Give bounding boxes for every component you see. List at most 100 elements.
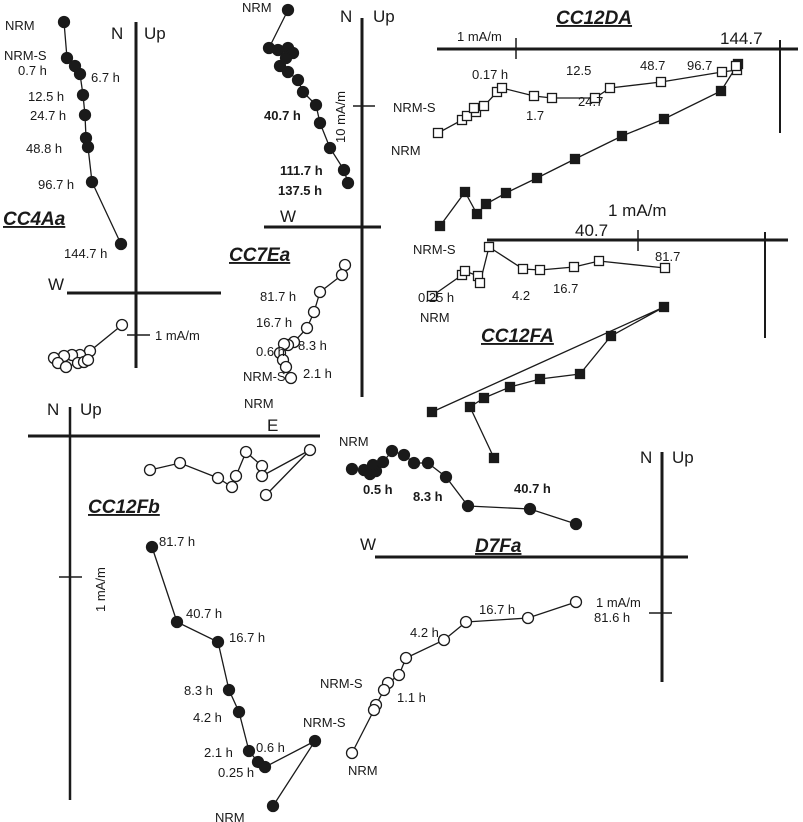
cc7ea-open-circle-icon: [307, 305, 321, 319]
cc12da-step-label: 0.17 h: [472, 67, 508, 82]
d7fa-step-label: 1.1 h: [397, 690, 426, 705]
cc4aa-filled-circle-icon: [60, 51, 74, 65]
cc12fb-step-label: 40.7 h: [186, 606, 222, 621]
cc4aa-filled-circle-icon: [78, 108, 92, 122]
cc12fa-filled-square-icon: [574, 368, 586, 380]
cc12da-step-label: 1.7: [526, 108, 544, 123]
cc12da-open-square-icon: [655, 76, 667, 88]
cc12fb-open-circle-icon: [229, 469, 243, 483]
cc12da-open-square-icon: [528, 90, 540, 102]
cc12fa-filled-square-icon: [658, 301, 670, 313]
d7fa-filled-circle-icon: [376, 455, 390, 469]
cc12fa-step-label: 16.7: [553, 281, 578, 296]
cc12fb-step-label: 0.6 h: [256, 740, 285, 755]
cc4aa-step-label: 0.7 h: [18, 63, 47, 78]
cc7ea-open-circle-icon: [284, 371, 298, 385]
cc12fa-open-square-icon: [483, 241, 495, 253]
d7fa-step-label: 0.5 h: [363, 482, 393, 497]
d7fa-open-circle-icon: [521, 611, 535, 625]
cc7ea-filled-circle-icon: [281, 3, 295, 17]
cc4aa-scale-label: 1 mA/m: [155, 328, 200, 343]
cc7ea-open-circle-icon: [313, 285, 327, 299]
cc12da-filled-square-icon: [480, 198, 492, 210]
d7fa-title: D7Fa: [475, 536, 522, 557]
cc12fb-step-label: 8.3 h: [184, 683, 213, 698]
cc7ea-step-label: NRM: [242, 0, 272, 15]
cc12fb-filled-circle-icon: [232, 705, 246, 719]
cc12fb-open-circle-icon: [259, 488, 273, 502]
cc7ea-open-circle-icon: [335, 268, 349, 282]
cc12fa-open-square-icon: [459, 265, 471, 277]
d7fa-open-circle-icon: [367, 703, 381, 717]
cc12fb-filled-circle-icon: [266, 799, 280, 813]
cc12fb-filled-circle-icon: [170, 615, 184, 629]
d7fa-open-circle-icon: [345, 746, 359, 760]
cc4aa-open-circle-icon: [115, 318, 129, 332]
cc12fa-open-square-icon: [659, 262, 671, 274]
cc12da-open-square-icon: [496, 82, 508, 94]
cc4aa-open-circle-icon: [81, 353, 95, 367]
cc4aa-step-label: 24.7 h: [30, 108, 66, 123]
cc12fa-filled-square-icon: [534, 373, 546, 385]
cc12fb-step-label: 4.2 h: [193, 710, 222, 725]
cc7ea-filled-circle-icon: [323, 141, 337, 155]
cc12fb-filled-circle-icon: [222, 683, 236, 697]
cc7ea-step-label: 111.7 h: [280, 163, 323, 178]
d7fa-n-label: N: [640, 448, 652, 467]
d7fa-open-circle-icon: [392, 668, 406, 682]
cc12da-title: CC12DA: [556, 8, 632, 29]
cc4aa-filled-circle-icon: [57, 15, 71, 29]
cc12da-filled-square-icon: [500, 187, 512, 199]
cc4aa-filled-circle-icon: [73, 67, 87, 81]
cc7ea-step-label: NRM: [244, 396, 274, 411]
cc12da-filled-square-icon: [569, 153, 581, 165]
cc12fa-filled-square-icon: [605, 330, 617, 342]
cc4aa-filled-circle-icon: [81, 140, 95, 154]
cc7ea-step-label: 40.7 h: [264, 108, 301, 123]
cc12da-open-square-icon: [546, 92, 558, 104]
cc12da-filled-square-icon: [715, 85, 727, 97]
cc7ea-filled-circle-icon: [281, 65, 295, 79]
cc4aa-step-label: 48.8 h: [26, 141, 62, 156]
cc7ea-step-label: 2.1 h: [303, 366, 332, 381]
cc7ea-step-label: NRM-S: [243, 369, 286, 384]
cc12fa-step-label: NRM: [420, 310, 450, 325]
cc12fa-open-square-icon: [568, 261, 580, 273]
cc12fa-filled-square-icon: [426, 406, 438, 418]
d7fa-step-label: 81.6 h: [594, 610, 630, 625]
d7fa-step-label: NRM-S: [320, 676, 363, 691]
cc12fa-scale-label: 1 mA/m: [608, 201, 667, 220]
cc12fa-open-square-icon: [534, 264, 546, 276]
d7fa-filled-circle-icon: [397, 448, 411, 462]
cc12fa-tick-label: 40.7: [575, 221, 608, 240]
cc12fa-open-square-icon: [474, 277, 486, 289]
cc12da-scale-label: 1 mA/m: [457, 29, 502, 44]
cc12da-open-square-icon: [589, 92, 601, 104]
cc12fb-open-circle-icon: [173, 456, 187, 470]
cc12fb-n-label: N: [47, 400, 59, 419]
cc4aa-step-label: 96.7 h: [38, 177, 74, 192]
cc7ea-w-label: W: [280, 207, 296, 226]
d7fa-filled-circle-icon: [407, 456, 421, 470]
cc12da-filled-square-icon: [658, 113, 670, 125]
d7fa-step-label: NRM: [339, 434, 369, 449]
cc12fb-open-path: [149, 449, 311, 496]
cc12da-step-label: 48.7: [640, 58, 665, 73]
cc12fb-open-circle-icon: [239, 445, 253, 459]
cc7ea-filled-circle-icon: [313, 116, 327, 130]
cc12fb-open-circle-icon: [225, 480, 239, 494]
cc12da-filled-square-icon: [616, 130, 628, 142]
cc12fa-step-label: NRM-S: [413, 242, 456, 257]
cc12fb-filled-circle-icon: [308, 734, 322, 748]
d7fa-open-circle-icon: [569, 595, 583, 609]
cc12fb-step-label: 0.25 h: [218, 765, 254, 780]
d7fa-step-label: 8.3 h: [413, 489, 443, 504]
cc7ea-up-label: Up: [373, 7, 395, 26]
d7fa-filled-circle-icon: [345, 462, 359, 476]
cc12fa-open-square-icon: [517, 263, 529, 275]
d7fa-filled-circle-icon: [385, 444, 399, 458]
